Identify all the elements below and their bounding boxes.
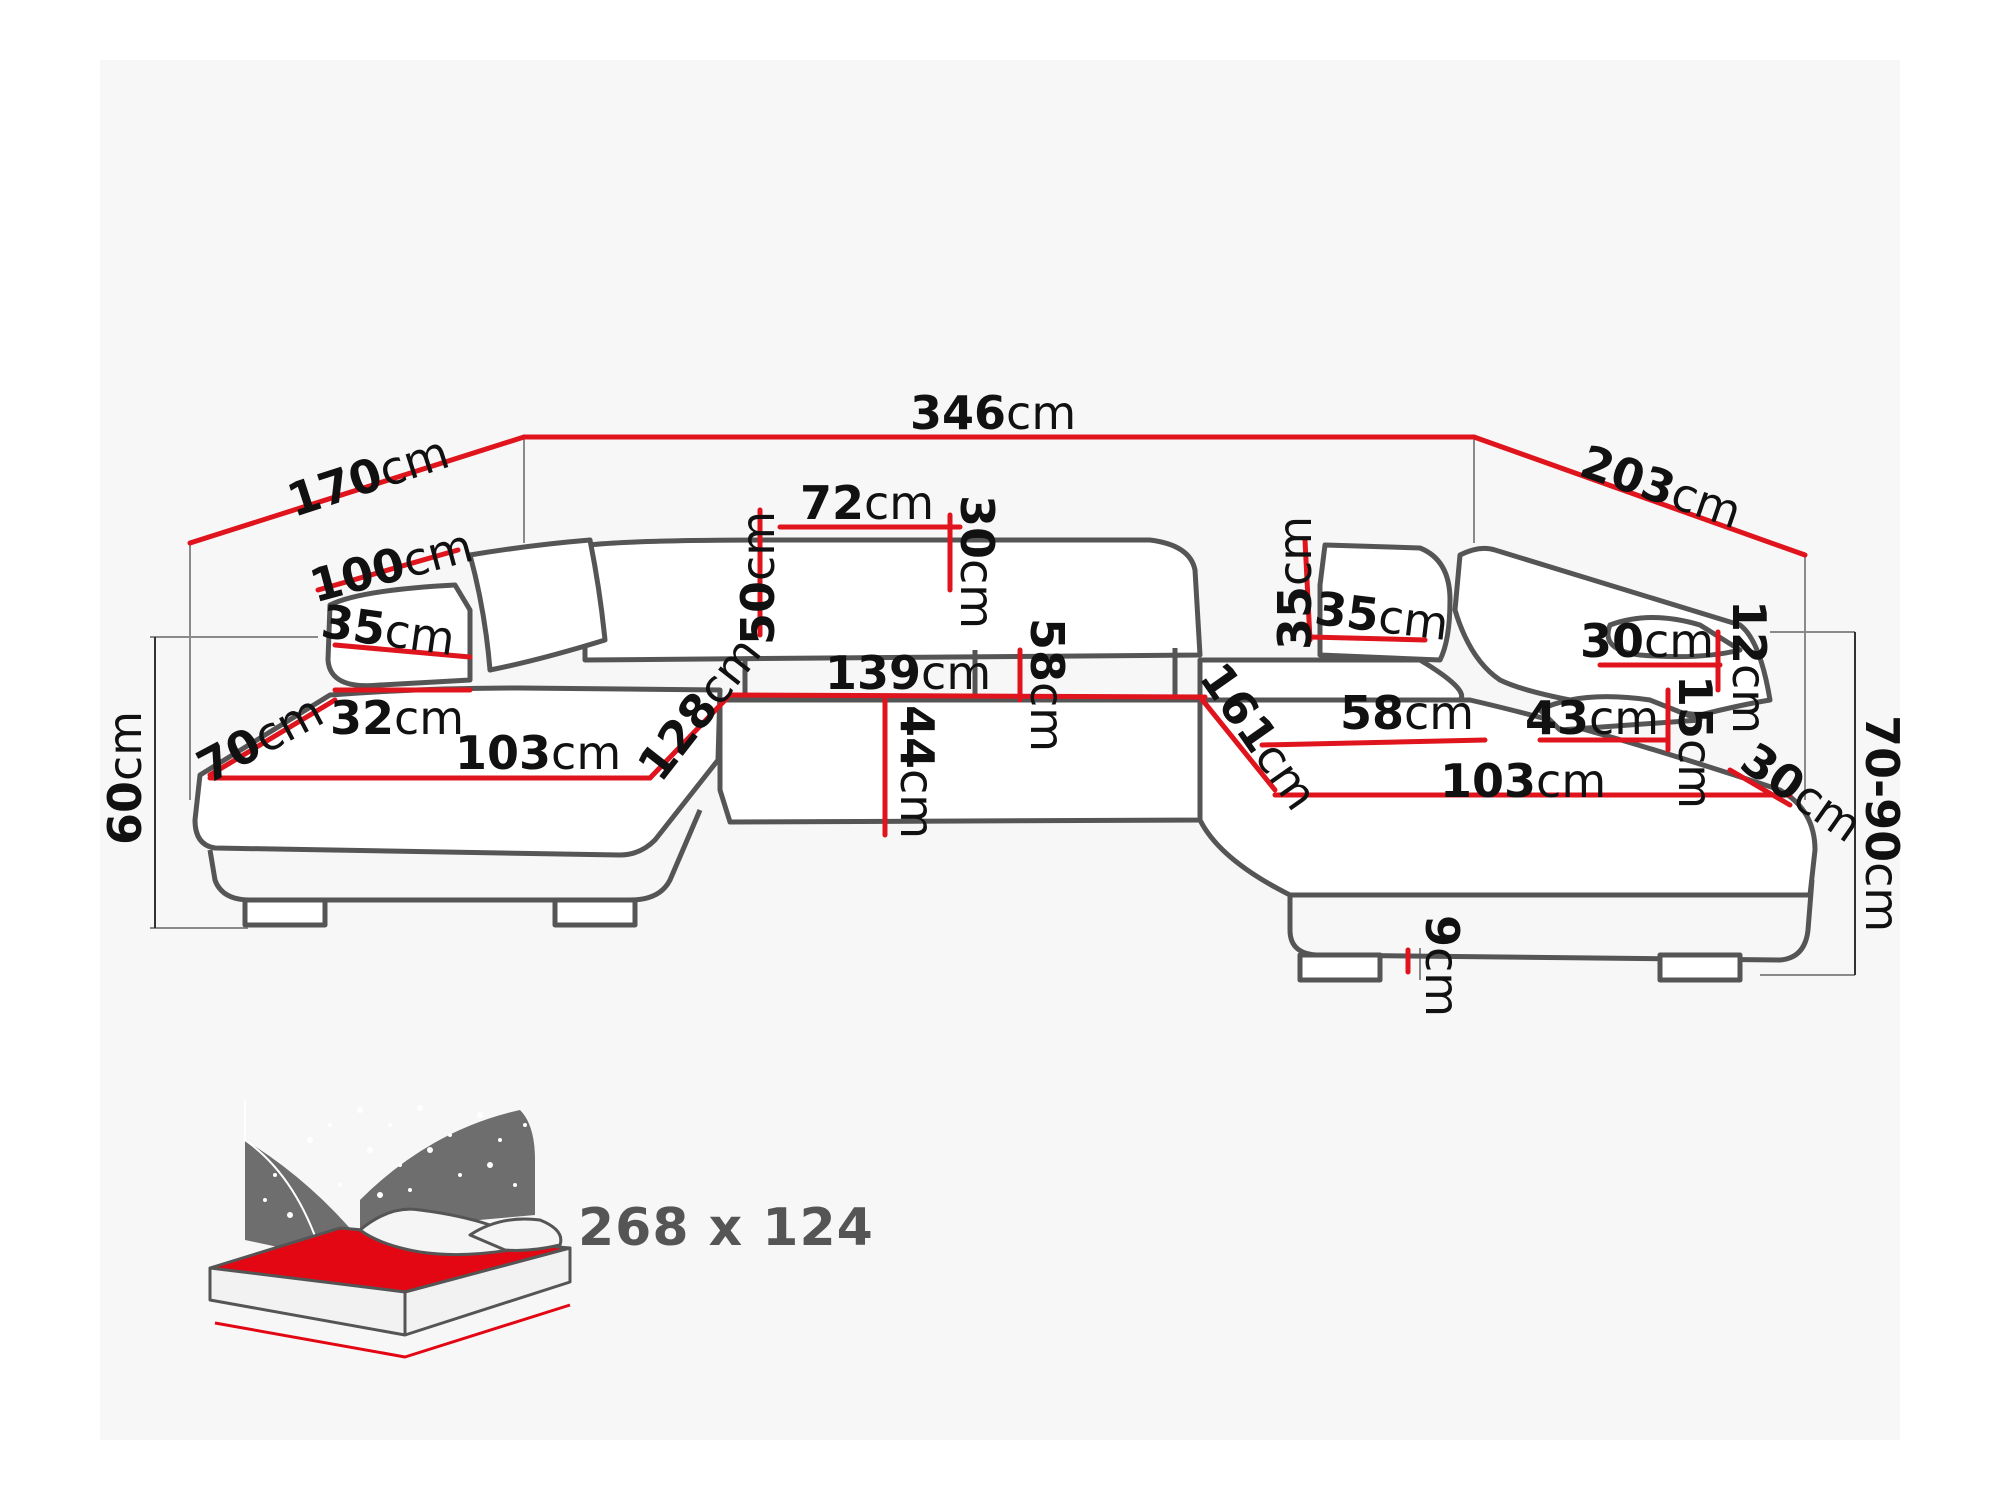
- right-chaise-base: [1287, 879, 1815, 963]
- bed-length-arrow: [214, 1303, 571, 1359]
- right-seat-depth-label: 58cm: [1340, 686, 1475, 740]
- overall-width-label: 346cm: [910, 386, 1077, 440]
- right-armrest-gap-label: 15cm: [1668, 675, 1722, 810]
- right-armrest-back: [1317, 542, 1453, 663]
- right-armrest-thickness-label: 12cm: [1722, 600, 1776, 735]
- measurement-lines: [187, 434, 1808, 975]
- left-armrest: [325, 582, 473, 689]
- height-lines: [154, 632, 1856, 975]
- headrest-depth-label: 30cm: [950, 495, 1004, 630]
- bed-icon: [208, 1100, 572, 1359]
- night-sky: [245, 1110, 535, 1260]
- left-chaise-base: [207, 809, 703, 903]
- middle-seat: [717, 697, 1208, 825]
- left-armrest-width-label: 32cm: [330, 691, 465, 745]
- right-armrest-seat-width-label: 43cm: [1525, 691, 1660, 745]
- seat-height-label: 44cm: [890, 705, 944, 840]
- bed-size-label: 268 x 124: [578, 1198, 874, 1258]
- right-chaise-length-label: 103cm: [1440, 754, 1607, 808]
- leg-height-label: 9cm: [1415, 915, 1469, 1018]
- height-range-label: 70-90cm: [1855, 715, 1909, 933]
- guide-lines: [150, 437, 1855, 980]
- right-armrest-height-label: 35cm: [1268, 515, 1322, 650]
- left-height-label: 60cm: [98, 710, 152, 845]
- left-pillow: [467, 537, 608, 673]
- right-armrest-width-label: 30cm: [1580, 614, 1715, 668]
- backrest-height-label: 50cm: [731, 510, 785, 645]
- left-chaise-length-label: 103cm: [455, 726, 622, 780]
- middle-backrest: [567, 537, 1203, 663]
- headrest-width-label: 72cm: [800, 476, 935, 530]
- middle-seat-width-label: 139cm: [825, 646, 992, 700]
- middle-seat-depth-label: 58cm: [1020, 618, 1074, 753]
